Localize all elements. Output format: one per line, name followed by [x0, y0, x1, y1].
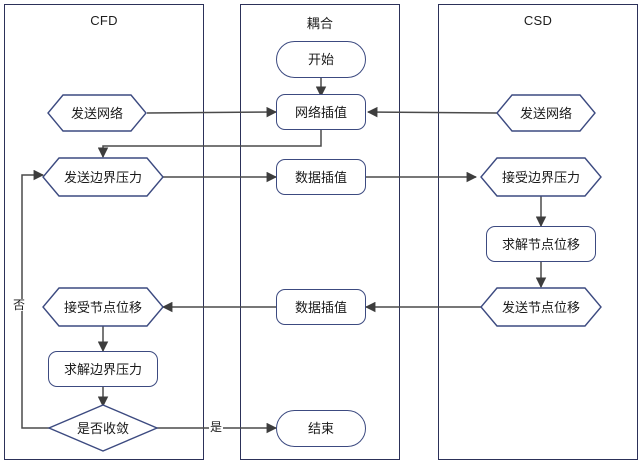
node-start-label: 开始: [307, 52, 334, 67]
node-start[interactable]: 开始: [276, 41, 366, 78]
node-csd-recv-pressure-label: 接受边界压力: [501, 169, 580, 185]
edge-label-yes: 是: [209, 420, 224, 434]
node-cfd-solve-pressure-label: 求解边界压力: [63, 361, 142, 377]
node-mesh-interp-label: 网络插值: [294, 104, 347, 120]
node-csd-send-mesh-label: 发送网络: [519, 105, 572, 121]
node-cfd-send-mesh-label: 发送网络: [70, 105, 123, 121]
node-csd-recv-pressure[interactable]: 接受边界压力: [480, 157, 602, 197]
lane-title-coupling: 耦合: [306, 16, 334, 31]
lane-coupling: [240, 4, 400, 460]
node-cfd-send-mesh[interactable]: 发送网络: [47, 94, 147, 132]
node-csd-send-disp-label: 发送节点位移: [501, 299, 580, 315]
node-data-interp-2-label: 数据插值: [294, 299, 347, 315]
node-data-interp-1[interactable]: 数据插值: [276, 159, 366, 195]
node-end-label: 结束: [307, 421, 334, 436]
node-csd-send-disp[interactable]: 发送节点位移: [480, 287, 602, 327]
lane-cfd: [4, 4, 204, 460]
node-cfd-recv-disp-label: 接受节点位移: [63, 299, 142, 315]
node-mesh-interp[interactable]: 网络插值: [276, 94, 366, 130]
node-csd-send-mesh[interactable]: 发送网络: [496, 94, 596, 132]
node-csd-solve-disp[interactable]: 求解节点位移: [486, 226, 596, 262]
node-end[interactable]: 结束: [276, 410, 366, 447]
node-data-interp-1-label: 数据插值: [294, 169, 347, 185]
edge-label-no: 否: [12, 298, 27, 312]
node-converged-decision-label: 是否收敛: [76, 420, 129, 436]
lane-title-csd: CSD: [523, 13, 553, 28]
node-cfd-recv-disp[interactable]: 接受节点位移: [42, 287, 164, 327]
lane-title-cfd: CFD: [90, 13, 118, 28]
node-converged-decision[interactable]: 是否收敛: [47, 404, 159, 452]
node-cfd-send-pressure[interactable]: 发送边界压力: [42, 157, 164, 197]
node-data-interp-2[interactable]: 数据插值: [276, 289, 366, 325]
node-cfd-send-pressure-label: 发送边界压力: [63, 169, 142, 185]
node-cfd-solve-pressure[interactable]: 求解边界压力: [48, 351, 158, 387]
node-csd-solve-disp-label: 求解节点位移: [501, 236, 580, 252]
